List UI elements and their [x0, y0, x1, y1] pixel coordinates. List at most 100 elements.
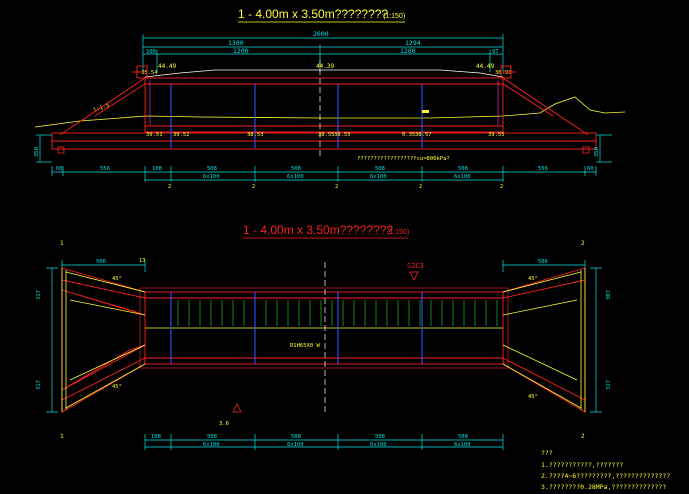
- dim-top-left-sub: 1200: [233, 47, 249, 55]
- sm-e-2: 2: [335, 184, 338, 190]
- bd-e-6: 508: [458, 166, 468, 172]
- bed-elev-2: 39.52: [173, 132, 190, 138]
- bed-elev-4: 38.55: [318, 132, 335, 138]
- bd-p-2: 508: [291, 434, 301, 440]
- dim-small-left: 100: [146, 49, 156, 55]
- angle-label-3: 45°: [528, 394, 538, 400]
- mid-label: R1H65X0 W: [290, 343, 320, 349]
- plan-title-text: 1 - 4.00m x 3.50m????????: [243, 223, 393, 237]
- plan-marks: 1 1 2 2: [60, 240, 585, 440]
- side-elev-left: 35.54: [141, 70, 158, 76]
- section-arrow-bottom: [232, 403, 242, 413]
- angle-label-0: 45°: [112, 276, 122, 282]
- plan-mark-1: 1: [60, 433, 64, 440]
- bd-e-3: 508: [207, 166, 217, 172]
- wing-angle-labels: 45° 45° 45° 45°: [112, 276, 538, 400]
- plan-right-h-top: 307: [606, 290, 612, 300]
- height-dim-right: 350: [594, 147, 600, 157]
- plan-left-h-bot: 317: [36, 380, 42, 390]
- angle-label-1: 45°: [112, 384, 122, 390]
- culvert-body-elevation: [51, 65, 597, 150]
- sm-e-1: 2: [252, 184, 255, 190]
- end-ticks: [149, 80, 499, 125]
- bd-e-8: 60: [587, 166, 594, 172]
- plan-left-width: 506: [96, 259, 106, 265]
- notes-block: ??? 1.???????????,??????? 2.????4~6?????…: [541, 449, 670, 491]
- wing-walls-plan: [61, 267, 586, 413]
- notes-heading: ???: [541, 449, 553, 457]
- bed-elev-7: 38.57: [415, 132, 432, 138]
- slope-label: 1:1.5: [93, 103, 111, 114]
- elevation-title: 1 - 4.00m x 3.50m???????? (1:150): [238, 7, 405, 23]
- elevation-title-text: 1 - 4.00m x 3.50m????????: [238, 7, 388, 21]
- sm-e-0: 2: [168, 184, 171, 190]
- elevation-top-dimensions: [142, 34, 504, 72]
- dim-top-right: 1294: [405, 39, 421, 47]
- sm-e-3: 2: [419, 184, 422, 190]
- plan-mark-3: 2: [581, 433, 585, 440]
- bd-e-2: 108: [152, 166, 162, 172]
- road-surface-line: [144, 69, 504, 78]
- plan-scale-text: (1:150): [387, 229, 409, 236]
- plan-top-dims: [46, 260, 602, 413]
- sd-p-2: 6x100: [370, 442, 387, 448]
- bottom-dims-elevation: [51, 166, 597, 182]
- sd-p-0: 6x100: [203, 442, 220, 448]
- bottom-dim-labels-plan: 108 508 508 508 508 6x100 6x100 6x100 6x…: [151, 434, 471, 448]
- notes-line-3: 3.????????0.28MPa,??????????????: [541, 483, 666, 491]
- sd-e-1: 6x100: [287, 174, 304, 180]
- small-arrow-label: 3.6: [219, 421, 229, 427]
- bd-p-3: 508: [375, 434, 385, 440]
- section-arrow-top: [409, 271, 419, 281]
- joint-lines-plan: [170, 292, 423, 364]
- bd-e-7: 556: [538, 166, 548, 172]
- ground-line: [34, 96, 626, 128]
- side-elev-right: 36.93: [495, 70, 512, 76]
- angle-label-2: 45°: [528, 276, 538, 282]
- bd-e-5: 508: [375, 166, 385, 172]
- end-block-left: [57, 146, 65, 154]
- notes-line-2: 2.????4~6?????????,??????????????: [541, 472, 670, 480]
- plan-right-h-bot: 317: [606, 380, 612, 390]
- dim-top-left: 1300: [228, 39, 244, 47]
- plan-right-width: 506: [538, 259, 548, 265]
- plan-left-h-top: 317: [36, 290, 42, 300]
- bed-elevations: 39.51 39.52 38.53 38.55 38.55 0.35 38.57…: [146, 132, 505, 138]
- sd-p-1: 6x100: [287, 442, 304, 448]
- joint-lines-elevation: [170, 84, 423, 148]
- sd-p-3: 6x100: [454, 442, 471, 448]
- bed-elev-3: 38.53: [247, 132, 264, 138]
- height-dims-elevation: [36, 134, 612, 163]
- bed-elev-1: 39.51: [146, 132, 163, 138]
- bd-e-1: 556: [100, 166, 110, 172]
- dim-top-total: 2600: [313, 30, 329, 38]
- plan-mark-0: 1: [60, 240, 64, 247]
- elevation-scale-text: (1:150): [383, 13, 405, 20]
- plan-small-top: 13: [139, 258, 146, 264]
- bd-p-4: 508: [458, 434, 468, 440]
- sd-e-2: 6x100: [370, 174, 387, 180]
- bd-e-4: 508: [291, 166, 301, 172]
- foundation-note: ?????????????????fcu=800kPa?: [357, 156, 450, 162]
- bed-elev-6: 0.35: [402, 132, 415, 138]
- bed-elev-8: 39.55: [488, 132, 505, 138]
- section-label-s: S2C3: [407, 262, 424, 270]
- water-level-marker: [422, 110, 429, 113]
- plan-title: 1 - 4.00m x 3.50m???????? (1:150): [243, 223, 409, 239]
- bd-e-0: 60: [56, 166, 63, 172]
- sd-e-0: 6x100: [203, 174, 220, 180]
- height-dim-left: 350: [34, 147, 40, 157]
- bd-p-0: 108: [151, 434, 161, 440]
- sm-e-4: 2: [500, 184, 503, 190]
- dim-small-right: 97: [492, 49, 499, 55]
- dim-top-right-sub: 1200: [400, 47, 416, 55]
- road-elev-left: 44.49: [158, 63, 176, 70]
- end-block-right: [582, 146, 590, 154]
- bed-elev-5: 38.55: [334, 132, 351, 138]
- bottom-dim-labels-elevation: 60 556 108 508 508 508 508 556 60 6x100 …: [56, 166, 594, 180]
- road-elev-mid: 44.39: [316, 63, 334, 70]
- sd-e-3: 6x100: [454, 174, 471, 180]
- wing-slope-lines: [61, 268, 586, 412]
